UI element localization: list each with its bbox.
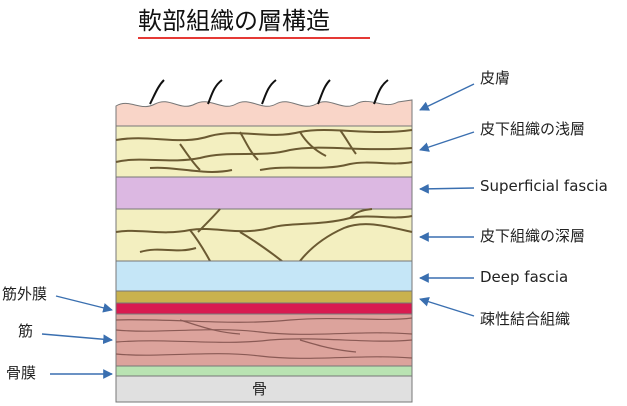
label-periosteum: 骨膜 — [6, 364, 37, 382]
arrow-skin — [419, 83, 475, 111]
superficial-fibers — [115, 129, 413, 173]
diagram-title: 軟部組織の層構造 — [138, 7, 330, 35]
bone-layer — [115, 375, 413, 403]
label-subcutaneous-superficial: 皮下組織の浅層 — [480, 120, 586, 138]
label-subcutaneous-deep: 皮下組織の深層 — [480, 227, 586, 245]
deep-fascia-layer — [115, 260, 413, 292]
hairs — [149, 79, 389, 105]
arrow-epimysium — [55, 295, 113, 313]
superficial-fascia-layer — [115, 176, 413, 210]
label-epimysium: 筋外膜 — [2, 285, 48, 303]
label-muscle: 筋 — [18, 322, 34, 340]
label-skin: 皮膚 — [480, 69, 511, 87]
muscle-fibers — [115, 317, 413, 359]
label-bone: 骨 — [252, 380, 268, 398]
skin-layer — [115, 99, 413, 127]
arrow-loose-connective — [419, 296, 475, 317]
loose-connective-layer — [115, 302, 413, 315]
epimysium-layer — [115, 290, 413, 304]
label-deep-fascia: Deep fascia — [480, 268, 569, 286]
arrows — [41, 83, 475, 379]
label-loose-connective: 疎性結合組織 — [480, 310, 571, 328]
label-superficial-fascia: Superficial fascia — [480, 177, 608, 195]
arrow-superficial-fascia — [419, 183, 475, 194]
title-underline — [138, 37, 370, 39]
periosteum-layer — [115, 365, 413, 377]
arrow-muscle — [41, 333, 113, 345]
deep-fibers — [115, 208, 413, 262]
arrow-subcutaneous-superficial — [419, 131, 475, 152]
